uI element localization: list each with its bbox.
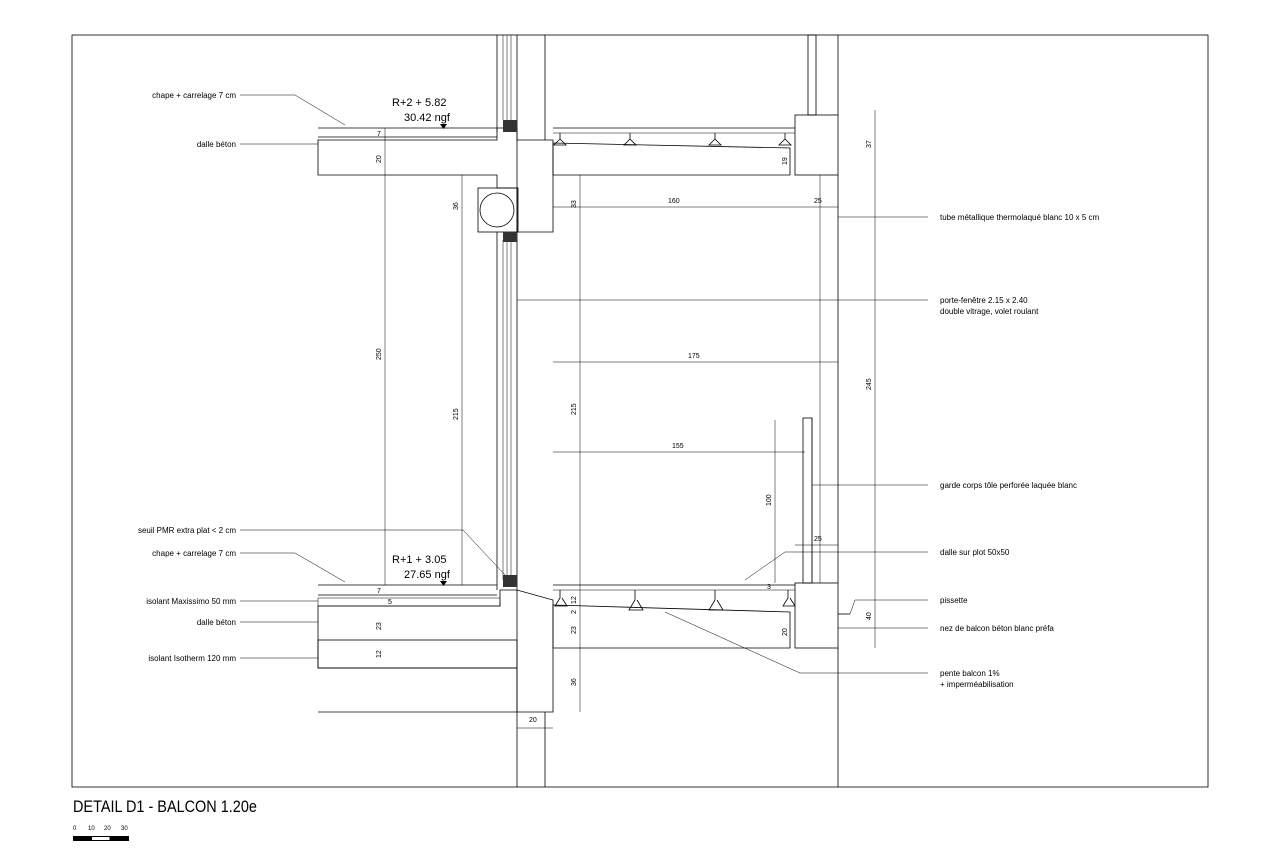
label-slope-2: + imperméabilisation [940, 680, 1014, 689]
dim-text: 100 [766, 494, 773, 506]
label-isolant-maxissimo: isolant Maxissimo 50 mm [146, 597, 236, 606]
label-chape-lower: chape + carrelage 7 cm [152, 549, 236, 558]
dim-text: 245 [866, 378, 873, 390]
label-isolant-isotherm: isolant Isotherm 120 mm [148, 654, 236, 663]
scale-tick: 0 [73, 826, 77, 832]
insulation-isotherm [317, 639, 518, 669]
dim-text: 36 [571, 678, 578, 686]
dim-text: 7 [377, 588, 381, 595]
dim-text: 23 [376, 622, 383, 630]
label-nose: nez de balcon béton blanc préfa [940, 624, 1054, 633]
dim-text: 37 [866, 140, 873, 148]
window-frame [496, 35, 839, 787]
upper-level-ngf: 30.42 ngf [404, 112, 451, 124]
right-labels: tube métallique thermolaqué blanc 10 x 5… [940, 213, 1100, 689]
lower-balcony-nose [794, 582, 839, 649]
level-marker-icon [440, 581, 447, 586]
label-window-1: porte-fenêtre 2.15 x 2.40 [940, 296, 1028, 305]
scale-tick: 10 [88, 826, 95, 832]
dim-text: 25 [814, 536, 822, 543]
dimension-texts: 7 20 36 250 215 33 160 25 19 37 175 215 … [376, 131, 873, 724]
dim-text: 20 [782, 628, 789, 636]
dim-text: 36 [453, 202, 460, 210]
dim-text: 215 [453, 408, 460, 420]
roller-shutter-icon [479, 192, 515, 228]
window-seal-lower [503, 575, 517, 587]
dim-text: 175 [688, 353, 700, 360]
dim-text: 155 [672, 443, 684, 450]
dim-text: 12 [571, 596, 578, 604]
dim-text: 160 [668, 198, 680, 205]
scale-tick: 30 [121, 826, 128, 832]
label-tile: dalle sur plot 50x50 [940, 548, 1010, 557]
upper-level-name: R+2 + 5.82 [392, 97, 446, 109]
label-slope-1: pente balcon 1% [940, 669, 1000, 678]
label-drip: pissette [940, 596, 968, 605]
dim-text: 3 [767, 584, 771, 591]
roller-shutter-box [477, 187, 519, 233]
metal-tube-upper [807, 34, 817, 116]
dim-text: 20 [376, 155, 383, 163]
guardrail-post [802, 417, 813, 584]
lower-concrete-slab [317, 589, 554, 713]
scale-bar [73, 836, 129, 841]
pedestal-supports-lower [554, 590, 796, 611]
dim-text: 7 [377, 131, 381, 138]
drawing-frame [71, 34, 1209, 788]
dim-text: 215 [571, 403, 578, 415]
label-chape-upper: chape + carrelage 7 cm [152, 91, 236, 100]
label-seuil: seuil PMR extra plat < 2 cm [138, 526, 236, 535]
dimension-lines [384, 110, 876, 729]
dim-text: 12 [376, 650, 383, 658]
label-dalle-upper: dalle béton [197, 140, 236, 149]
drawing-title: DETAIL D1 - BALCON 1.20e [73, 797, 257, 816]
label-dalle-lower: dalle béton [197, 618, 236, 627]
dim-text: 40 [866, 612, 873, 620]
dim-text: 33 [571, 200, 578, 208]
window-seal-upper [503, 120, 517, 132]
upper-balcony-slab [552, 142, 791, 176]
scale-tick: 20 [104, 826, 111, 832]
dim-text: 5 [388, 599, 392, 606]
left-labels: chape + carrelage 7 cm dalle béton seuil… [138, 91, 236, 663]
lower-level-name: R+1 + 3.05 [392, 554, 446, 566]
insulation-maxissimo [317, 597, 501, 607]
dim-text: 19 [782, 157, 789, 165]
label-railing: garde corps tôle perforée laquée blanc [940, 481, 1077, 490]
label-window-2: double vitrage, volet roulant [940, 307, 1039, 316]
label-tube: tube métallique thermolaqué blanc 10 x 5… [940, 213, 1100, 222]
dim-text: 250 [376, 348, 383, 360]
dim-text: 23 [571, 626, 578, 634]
upper-balcony-nose [794, 114, 839, 176]
lower-level-ngf: 27.65 ngf [404, 569, 451, 581]
leader-lines [240, 94, 928, 674]
pedestal-supports-upper [553, 133, 792, 146]
dim-text: 2 [571, 610, 578, 614]
upper-concrete-slab [317, 127, 554, 233]
lower-balcony-slab [552, 604, 791, 649]
dim-text: 20 [529, 717, 537, 724]
dim-text: 25 [814, 198, 822, 205]
level-marker-icon [440, 124, 447, 129]
